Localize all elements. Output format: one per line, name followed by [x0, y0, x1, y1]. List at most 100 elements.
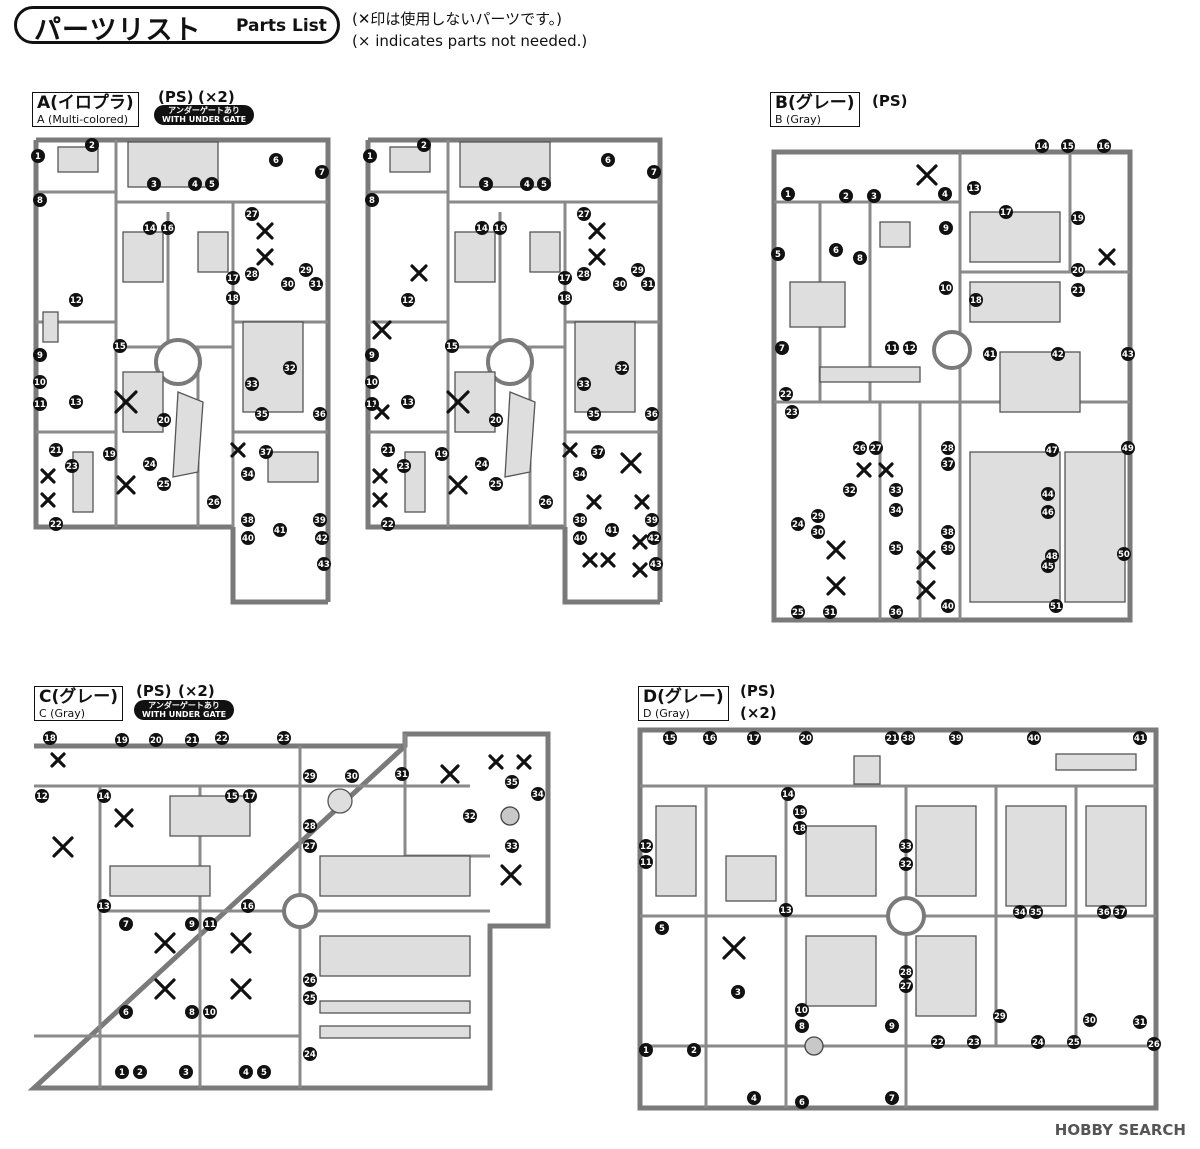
svg-text:32: 32 [284, 364, 296, 374]
svg-text:22: 22 [216, 734, 228, 744]
svg-text:7: 7 [123, 920, 129, 930]
svg-text:33: 33 [900, 842, 912, 852]
svg-text:51: 51 [1050, 602, 1062, 612]
svg-text:1: 1 [367, 152, 373, 162]
svg-text:34: 34 [1014, 908, 1026, 918]
svg-text:38: 38 [242, 516, 254, 526]
svg-text:43: 43 [1122, 350, 1134, 360]
svg-text:33: 33 [578, 380, 590, 390]
svg-text:13: 13 [98, 902, 110, 912]
sprue-c-material: (PS) [136, 682, 172, 700]
svg-text:21: 21 [1072, 286, 1084, 296]
svg-text:11: 11 [640, 858, 652, 868]
svg-text:29: 29 [994, 1012, 1006, 1022]
sprue-b-label: B(グレー) B (Gray) [770, 92, 860, 127]
svg-text:31: 31 [396, 770, 408, 780]
hobby-search-watermark: HOBBY SEARCH [1054, 1121, 1186, 1139]
svg-text:9: 9 [189, 920, 195, 930]
svg-text:33: 33 [246, 380, 258, 390]
sprue-c-frame [27, 731, 551, 1091]
svg-text:24: 24 [476, 460, 488, 470]
sprue-a2-frame [365, 137, 663, 605]
sprue-c-unused-x-marks [50, 752, 532, 1000]
parts-list-title-frame [14, 6, 340, 44]
svg-text:16: 16 [494, 224, 506, 234]
svg-text:8: 8 [369, 196, 375, 206]
svg-text:2: 2 [137, 1068, 143, 1078]
svg-text:36: 36 [314, 410, 326, 420]
sprue-c-gate-en: WITH UNDER GATE [142, 710, 227, 719]
svg-text:9: 9 [37, 351, 43, 361]
svg-text:27: 27 [870, 444, 882, 454]
svg-text:1: 1 [35, 152, 41, 162]
svg-text:11: 11 [366, 400, 378, 410]
svg-text:28: 28 [304, 822, 316, 832]
svg-text:29: 29 [304, 772, 316, 782]
svg-text:4: 4 [524, 180, 530, 190]
svg-text:5: 5 [209, 180, 215, 190]
svg-text:22: 22 [932, 1038, 944, 1048]
svg-text:6: 6 [799, 1098, 805, 1108]
svg-text:27: 27 [578, 210, 590, 220]
sprue-a-gate-en: WITH UNDER GATE [162, 115, 247, 124]
svg-text:27: 27 [900, 982, 912, 992]
svg-text:18: 18 [970, 296, 982, 306]
svg-text:17: 17 [748, 734, 760, 744]
sprue-b-unused-x-marks [826, 164, 1116, 600]
svg-text:22: 22 [50, 520, 62, 530]
svg-text:21: 21 [886, 734, 898, 744]
sprue-a-material: (PS) [158, 88, 194, 106]
svg-text:15: 15 [114, 342, 126, 352]
svg-text:26: 26 [854, 444, 866, 454]
svg-text:34: 34 [242, 470, 254, 480]
svg-text:49: 49 [1122, 444, 1134, 454]
svg-text:40: 40 [242, 534, 254, 544]
svg-text:35: 35 [256, 410, 268, 420]
svg-text:30: 30 [282, 280, 294, 290]
svg-text:22: 22 [780, 390, 792, 400]
svg-text:42: 42 [316, 534, 328, 544]
parts-list-title-jp: パーツリスト [34, 15, 202, 46]
svg-text:5: 5 [541, 180, 547, 190]
sprue-a-label-jp: A(イロプラ) [37, 93, 134, 113]
svg-text:6: 6 [123, 1008, 129, 1018]
svg-text:24: 24 [144, 460, 156, 470]
svg-text:6: 6 [605, 156, 611, 166]
svg-text:19: 19 [1072, 214, 1084, 224]
svg-text:5: 5 [659, 924, 665, 934]
svg-text:40: 40 [1028, 734, 1040, 744]
svg-text:25: 25 [490, 480, 502, 490]
svg-text:41: 41 [984, 350, 996, 360]
svg-text:42: 42 [1052, 350, 1064, 360]
sprue-a1-frame [33, 137, 331, 605]
sprue-a2-parts [389, 141, 636, 513]
svg-text:27: 27 [246, 210, 258, 220]
sprue-a1-parts [42, 141, 319, 513]
svg-text:26: 26 [540, 498, 552, 508]
svg-text:5: 5 [775, 250, 781, 260]
svg-text:38: 38 [574, 516, 586, 526]
svg-text:31: 31 [642, 280, 654, 290]
svg-text:25: 25 [792, 608, 804, 618]
svg-text:15: 15 [446, 342, 458, 352]
svg-text:25: 25 [158, 480, 170, 490]
svg-text:14: 14 [98, 792, 110, 802]
svg-text:37: 37 [260, 448, 272, 458]
svg-text:36: 36 [1098, 908, 1110, 918]
svg-text:39: 39 [942, 544, 954, 554]
svg-text:20: 20 [1072, 266, 1084, 276]
svg-text:23: 23 [398, 462, 410, 472]
svg-text:2: 2 [691, 1046, 697, 1056]
svg-text:39: 39 [314, 516, 326, 526]
svg-text:32: 32 [464, 812, 476, 822]
sprue-d-label-en: D (Gray) [643, 707, 690, 720]
svg-text:13: 13 [402, 398, 414, 408]
svg-text:4: 4 [192, 180, 198, 190]
svg-text:31: 31 [1134, 1018, 1146, 1028]
svg-text:32: 32 [900, 860, 912, 870]
svg-text:47: 47 [1046, 446, 1058, 456]
parts-list-title-en: Parts List [236, 16, 327, 36]
svg-text:7: 7 [319, 168, 325, 178]
sprue-b-frame [771, 149, 1133, 623]
sprue-a-label-en: A (Multi-colored) [37, 113, 129, 126]
